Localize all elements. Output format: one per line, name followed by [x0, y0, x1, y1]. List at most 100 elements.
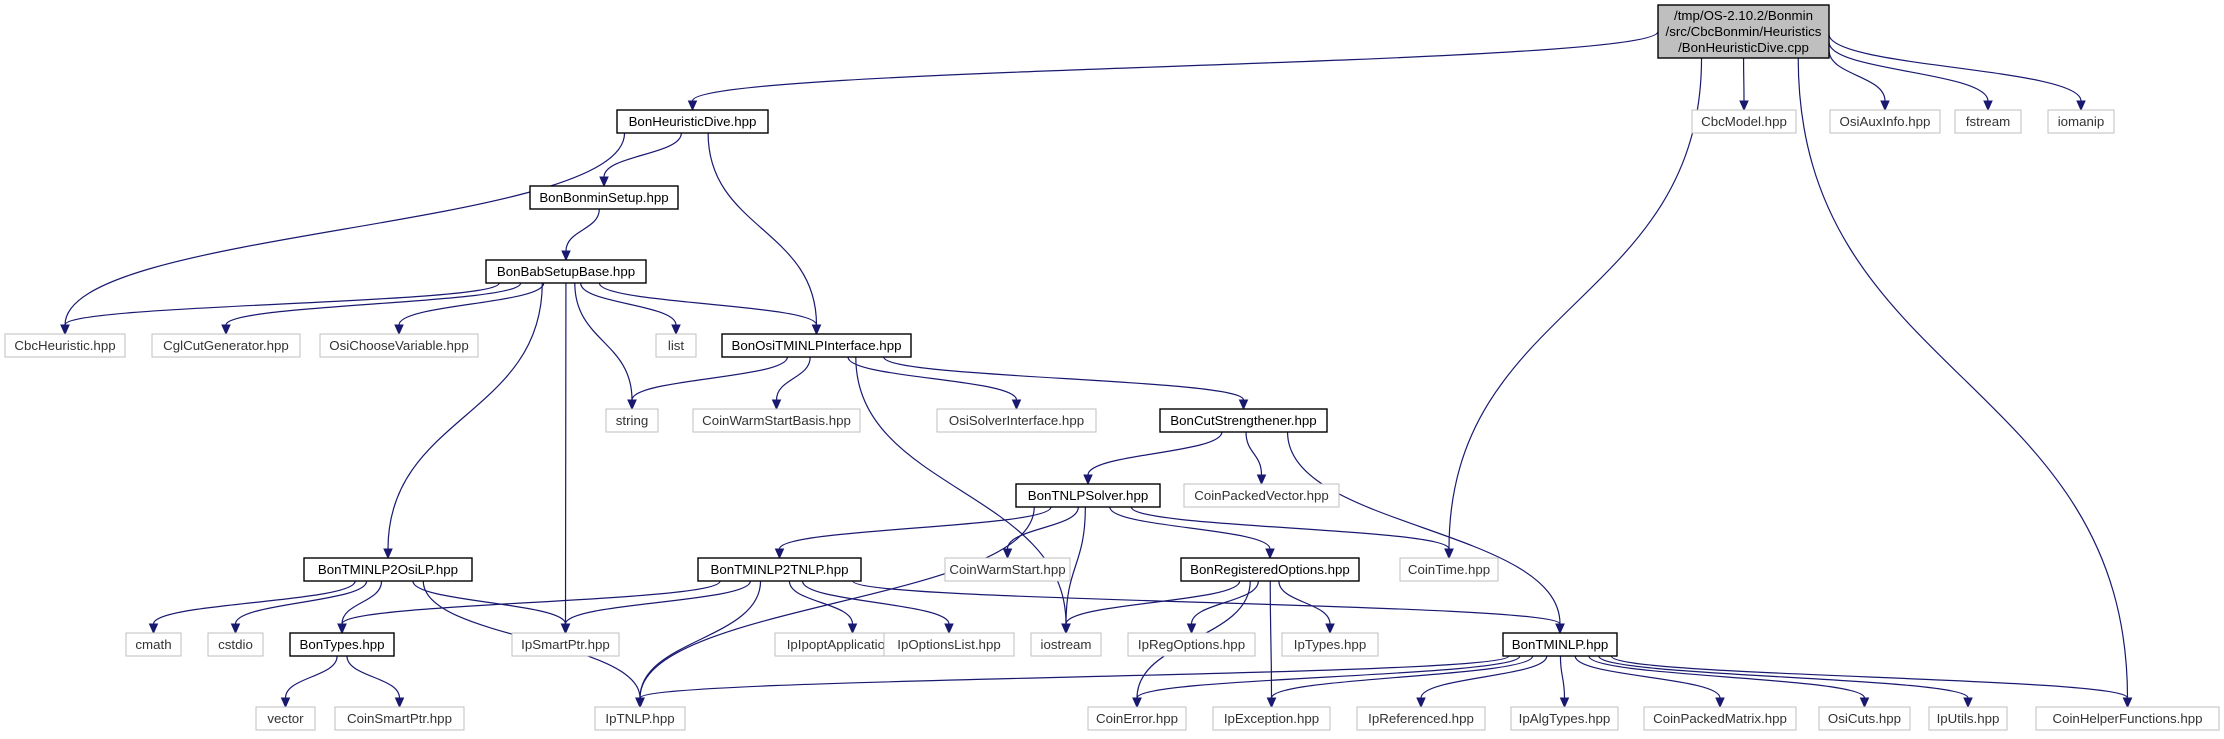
edge-arrowhead — [1444, 548, 1454, 560]
node-vector: vector — [255, 706, 316, 731]
edge-line — [631, 356, 789, 401]
node-coinpackedvec: CoinPackedVector.hpp — [1183, 483, 1340, 508]
node-box — [125, 632, 182, 657]
node-babsetupbase[interactable]: BonBabSetupBase.hpp — [485, 259, 647, 284]
node-label: OsiAuxInfo.hpp — [1840, 114, 1931, 129]
node-label: CoinWarmStart.hpp — [949, 562, 1065, 577]
node-cmath: cmath — [125, 632, 182, 657]
edge-arrowhead — [1859, 697, 1870, 709]
edge-cutstrength-to-tminlp — [1286, 431, 1565, 635]
node-label: IpOptionsList.hpp — [897, 637, 1001, 652]
edge-babsetupbase-to-cbcheuristic — [60, 282, 500, 336]
edge-babsetupbase-to-ipsmartptr — [560, 282, 571, 635]
edge-heurdive-to-cbcheuristic — [60, 132, 626, 336]
edge-line — [1828, 41, 1989, 102]
edge-line — [64, 282, 500, 326]
edge-arrowhead — [1266, 697, 1277, 709]
node-cutstrength[interactable]: BonCutStrengthener.hpp — [1159, 408, 1328, 433]
node-main[interactable]: /tmp/OS-2.10.2/Bonmin/src/CbcBonmin/Heur… — [1657, 4, 1830, 59]
edge-arrowhead — [148, 623, 159, 635]
edge-line — [778, 506, 1052, 550]
node-box — [655, 333, 697, 358]
edge-cutstrength-to-tnlpsolver — [1083, 431, 1223, 486]
node-regoptions[interactable]: BonRegisteredOptions.hpp — [1180, 557, 1360, 582]
node-label: OsiCuts.hpp — [1828, 711, 1901, 726]
node-cglcutgen: CglCutGenerator.hpp — [151, 333, 301, 358]
node-label: cstdio — [218, 637, 253, 652]
node-tminlp2tnlp[interactable]: BonTMINLP2TNLP.hpp — [697, 557, 862, 582]
node-label: BonTMINLP.hpp — [1512, 637, 1609, 652]
node-ositminlp[interactable]: BonOsiTMINLPInterface.hpp — [721, 333, 912, 358]
edge-line — [152, 580, 356, 625]
edge-main-to-coinhelper — [1797, 57, 2133, 709]
edge-arrowhead — [1555, 623, 1565, 635]
edge-line — [1245, 431, 1263, 476]
node-bontypes[interactable]: BonTypes.hpp — [289, 632, 395, 657]
node-box — [692, 408, 861, 433]
node-tnlpsolver[interactable]: BonTNLPSolver.hpp — [1015, 483, 1161, 508]
node-label: IpUtils.hpp — [1937, 711, 2000, 726]
edge-line — [1065, 580, 1241, 625]
node-coinhelper: CoinHelperFunctions.hpp — [2035, 706, 2220, 731]
node-label: vector — [267, 711, 304, 726]
node-box — [334, 706, 465, 731]
edge-arrowhead — [671, 324, 681, 336]
node-label: BonBabSetupBase.hpp — [497, 264, 635, 279]
edge-regoptions-to-ipregoptions — [1186, 580, 1259, 635]
edge-arrowhead — [1559, 697, 1570, 709]
edge-line — [1278, 580, 1331, 625]
node-label: IpSmartPtr.hpp — [521, 637, 610, 652]
node-box — [529, 185, 679, 210]
node-box — [616, 109, 769, 134]
edge-line — [1420, 655, 1548, 699]
node-label: CbcHeuristic.hpp — [14, 338, 115, 353]
edge-tminlp2tnlp-to-bontypes — [337, 580, 721, 635]
edge-arrowhead — [1963, 697, 1973, 709]
edge-arrowhead — [635, 697, 645, 709]
edge-bonminsetup-to-babsetupbase — [561, 208, 600, 262]
node-box — [303, 557, 473, 582]
node-label: CglCutGenerator.hpp — [163, 338, 289, 353]
edge-tminlp-to-coinhelper — [1610, 655, 2133, 709]
node-label: CoinPackedVector.hpp — [1194, 488, 1329, 503]
edge-line — [225, 282, 522, 326]
node-tminlp2osilp[interactable]: BonTMINLP2OsiLP.hpp — [303, 557, 473, 582]
edge-line — [64, 132, 626, 326]
edge-arrowhead — [1739, 100, 1749, 112]
edge-tminlp-to-coinerror — [1132, 655, 1521, 709]
node-box — [1087, 706, 1187, 731]
node-coinerror: CoinError.hpp — [1087, 706, 1187, 731]
node-label: BonBonminSetup.hpp — [539, 190, 668, 205]
node-cointime: CoinTime.hpp — [1399, 557, 1499, 582]
node-iptypes: IpTypes.hpp — [1281, 632, 1379, 657]
edge-arrowhead — [774, 548, 785, 560]
node-heurdive[interactable]: BonHeuristicDive.hpp — [616, 109, 769, 134]
edge-arrowhead — [687, 100, 698, 112]
edge-line — [1190, 580, 1259, 625]
edge-tminlp-to-coinpackedmatrix — [1574, 655, 1725, 709]
edge-line — [1828, 34, 2082, 102]
node-box — [1657, 4, 1830, 59]
edge-arrowhead — [1061, 623, 1071, 635]
node-label: CoinPackedMatrix.hpp — [1653, 711, 1787, 726]
edge-line — [788, 580, 854, 625]
edge-regoptions-to-iptypes — [1278, 580, 1335, 635]
edge-arrowhead — [1238, 399, 1249, 411]
node-box — [1502, 632, 1618, 657]
edge-tnlpsolver-to-tminlp2tnlp — [774, 506, 1052, 560]
node-bonminsetup[interactable]: BonBonminSetup.hpp — [529, 185, 679, 210]
node-tminlp[interactable]: BonTMINLP.hpp — [1502, 632, 1618, 657]
node-box — [1180, 557, 1360, 582]
edge-tminlp2tnlp-to-tminlp — [852, 580, 1565, 635]
edge-line — [639, 655, 1510, 699]
edge-heurdive-to-ositminlp — [707, 132, 822, 336]
edge-arrowhead — [383, 548, 393, 560]
edge-arrowhead — [811, 324, 822, 336]
edge-line — [580, 282, 677, 326]
node-label: IpAlgTypes.hpp — [1519, 711, 1611, 726]
edge-line — [707, 132, 818, 326]
edge-arrowhead — [560, 623, 571, 635]
edge-arrowhead — [394, 324, 404, 336]
node-coinwarmstart: CoinWarmStart.hpp — [944, 557, 1071, 582]
edge-line — [1598, 655, 1969, 699]
